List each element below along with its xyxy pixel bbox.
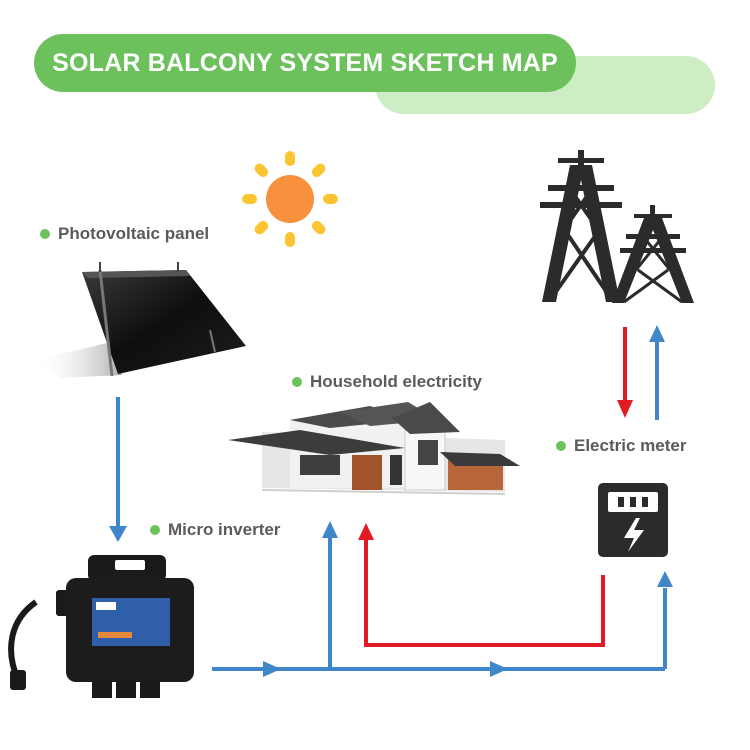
label-micro-inverter: Micro inverter (150, 520, 280, 540)
sun-icon (242, 151, 338, 247)
micro-inverter-icon (8, 555, 194, 698)
power-tower-icon (540, 150, 694, 304)
flow-lines-blue (116, 340, 667, 671)
label-text: Photovoltaic panel (58, 224, 210, 243)
arrowheads-blue (109, 325, 673, 677)
arrow-red-down-to-meter (617, 400, 633, 418)
label-photovoltaic-panel: Photovoltaic panel (40, 224, 209, 244)
house-icon (228, 402, 520, 495)
arrow-right-2 (490, 661, 508, 677)
arrow-red-up-to-house (358, 523, 374, 540)
label-text: Electric meter (574, 436, 687, 455)
bullet-icon (556, 441, 566, 451)
arrow-up-to-grid (649, 325, 665, 342)
label-text: Household electricity (310, 372, 482, 391)
solar-panel-icon (35, 262, 246, 378)
arrow-right-1 (263, 661, 281, 677)
bullet-icon (150, 525, 160, 535)
page-title: SOLAR BALCONY SYSTEM SKETCH MAP (52, 48, 558, 77)
title-banner: SOLAR BALCONY SYSTEM SKETCH MAP (34, 34, 576, 92)
label-electric-meter: Electric meter (556, 436, 686, 456)
arrow-up-to-house (322, 521, 338, 538)
flow-lines-red (364, 327, 627, 647)
label-household-electricity: Household electricity (292, 372, 482, 392)
label-text: Micro inverter (168, 520, 281, 539)
arrow-down-to-inverter (109, 526, 127, 542)
arrowheads-red (358, 400, 633, 540)
electric-meter-icon (598, 483, 668, 557)
bullet-icon (40, 229, 50, 239)
bullet-icon (292, 377, 302, 387)
arrow-up-to-meter (657, 571, 673, 587)
